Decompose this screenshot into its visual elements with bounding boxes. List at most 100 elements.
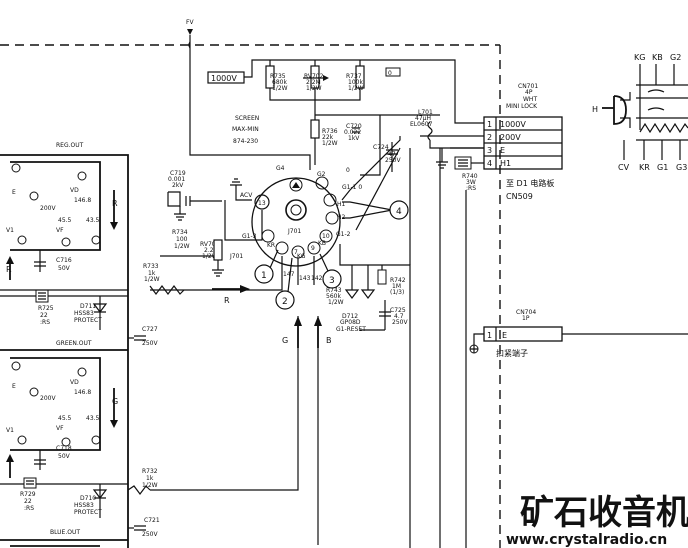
- schematic-label: R: [224, 296, 230, 305]
- schematic-label: 0: [388, 70, 392, 77]
- schematic-label: 3: [329, 276, 335, 286]
- schematic-label: G1-3: [242, 233, 257, 240]
- watermark-url: www.crystalradio.cn: [506, 532, 667, 548]
- schematic-label: G3: [676, 163, 687, 172]
- schematic-label: 1/2W: [272, 85, 288, 92]
- schematic-label: R: [112, 199, 118, 208]
- callouts: 1 2 3 4: [254, 200, 409, 310]
- watermark: 矿石收音机 www.crystalradio.cn: [506, 493, 688, 548]
- schematic-label: 200V: [40, 395, 56, 402]
- schematic-label: D712: [342, 313, 358, 320]
- schematic-label: J701: [287, 228, 301, 235]
- bus-lines: [409, 148, 467, 548]
- schematic-label: R737: [346, 73, 362, 80]
- schematic-label: 1/2W: [202, 253, 218, 260]
- schematic-label: G2: [317, 171, 326, 178]
- schematic-label: 45.5: [58, 415, 72, 422]
- schematic-label: KB: [652, 53, 663, 62]
- schematic-label: VD: [70, 379, 79, 386]
- blue-amplifier: BLUE.OUT: [0, 529, 128, 547]
- schematic-label: 50V: [58, 453, 71, 460]
- screen-control: SCREEN MAX-MIN 874-230 R736 22k 1/2W C72…: [232, 100, 484, 176]
- schematic-label: R732: [142, 468, 158, 475]
- schematic-label: G1-2: [336, 231, 351, 238]
- schematic-label: 扣紧端子: [496, 348, 528, 358]
- schematic-label: 100: [176, 236, 188, 243]
- schematic-label: REG.OUT: [56, 142, 84, 149]
- schematic-label: C720: [346, 123, 362, 130]
- cn701-connector: CN701 4P WHT MINI LOCK 1 1000V 2 200V 3 …: [420, 83, 563, 201]
- schematic-label: HSS83: [74, 502, 94, 509]
- schematic-label: 1/2W: [306, 85, 322, 92]
- schematic-label: C721: [144, 517, 160, 524]
- schematic-label: VF: [56, 227, 64, 234]
- schematic-label: EL0607: [410, 121, 433, 128]
- schematic-label: 200V: [40, 205, 56, 212]
- schematic-label: 7: [294, 249, 298, 256]
- schematic-label: BLUE.OUT: [50, 529, 80, 536]
- schematic-label: 146.8: [74, 197, 91, 204]
- schematic-label: J701: [229, 253, 243, 260]
- schematic-label: 45.5: [58, 217, 72, 224]
- schematic-label: G: [112, 397, 118, 406]
- hv-rail: 1000V 0 R735 680k 1/2W RV702 2.2M 1/2W R…: [207, 59, 484, 124]
- schematic-label: 1/2W: [322, 140, 338, 147]
- schematic-label: 250V: [142, 531, 158, 538]
- schematic-label: KG: [634, 53, 645, 62]
- schematic-label: G4: [276, 165, 285, 172]
- schematic-label: 3: [487, 146, 492, 155]
- schematic-label: 1/2W: [328, 299, 344, 306]
- schematic-label: 1k: [146, 475, 154, 482]
- schematic-label: H1: [500, 159, 511, 168]
- schematic-label: 1/2W: [348, 85, 364, 92]
- schematic-label: 1/2W: [174, 243, 190, 250]
- schematic-label: 22k: [322, 134, 334, 141]
- schematic-label: RV702: [304, 73, 324, 80]
- schematic-label: 4: [487, 159, 492, 168]
- schematic-label: R736: [322, 128, 338, 135]
- schematic-label: KG: [297, 253, 306, 260]
- fv-label: FV: [186, 19, 194, 26]
- schematic-label: GP08D: [340, 319, 361, 326]
- cathode-drive: 147 143 142 R733 1k 1/2W R G B: [143, 256, 332, 545]
- cn704-connector: CN704 1P 1 E 扣紧端子: [469, 309, 688, 358]
- schematic-label: 22: [24, 498, 32, 505]
- schematic-label: MINI LOCK: [506, 103, 538, 110]
- schematic-label: R729: [20, 491, 36, 498]
- schematic-label: 2kV: [172, 182, 184, 189]
- schematic-label: D711: [80, 303, 96, 310]
- schematic-label: R734: [172, 229, 188, 236]
- schematic-label: 250V: [142, 340, 158, 347]
- schematic-label: 3W: [466, 179, 476, 186]
- schematic-label: R: [6, 265, 12, 274]
- schematic-label: PROTECT: [74, 317, 102, 324]
- schematic-label: R743: [326, 287, 342, 294]
- schematic-label: 1: [487, 331, 492, 340]
- green-amplifier: GREEN.OUT E 200V VD 146.8 VF 45.5 43.5 V…: [0, 340, 160, 538]
- schematic-label: 0: [346, 167, 350, 174]
- watermark-cn: 矿石收音机: [520, 493, 688, 533]
- schematic-label: C724: [373, 144, 389, 151]
- schematic-label: HSS83: [74, 310, 94, 317]
- schematic-label: R742: [390, 277, 406, 284]
- schematic-label: 43.5: [86, 415, 100, 422]
- schematic-label: 680k: [272, 79, 287, 86]
- schematic-label: 43.5: [86, 217, 100, 224]
- schematic-label: 250V: [392, 319, 408, 326]
- schematic-label: C719: [170, 170, 186, 177]
- schematic-label: CN701: [518, 83, 538, 90]
- schematic-label: CN509: [506, 192, 533, 201]
- crt-socket-j701: 13 7 9 10 J701 G4 G2 ACV G1-1 0 0 H1 H2 …: [224, 136, 401, 267]
- schematic-label: ACV: [240, 192, 253, 199]
- schematic-label: 1/2W: [142, 482, 158, 489]
- schematic-label: 4.7: [394, 313, 404, 320]
- schematic-label: MAX-MIN: [232, 126, 259, 133]
- schematic-label: G1: [657, 163, 668, 172]
- schematic-label: VD: [70, 187, 79, 194]
- schematic-label: 2.2M: [204, 247, 219, 254]
- schematic-label: 1kV: [348, 135, 360, 142]
- schematic-label: CN704: [516, 309, 536, 316]
- schematic-label: KR: [267, 242, 275, 249]
- schematic-label: 2: [282, 297, 288, 307]
